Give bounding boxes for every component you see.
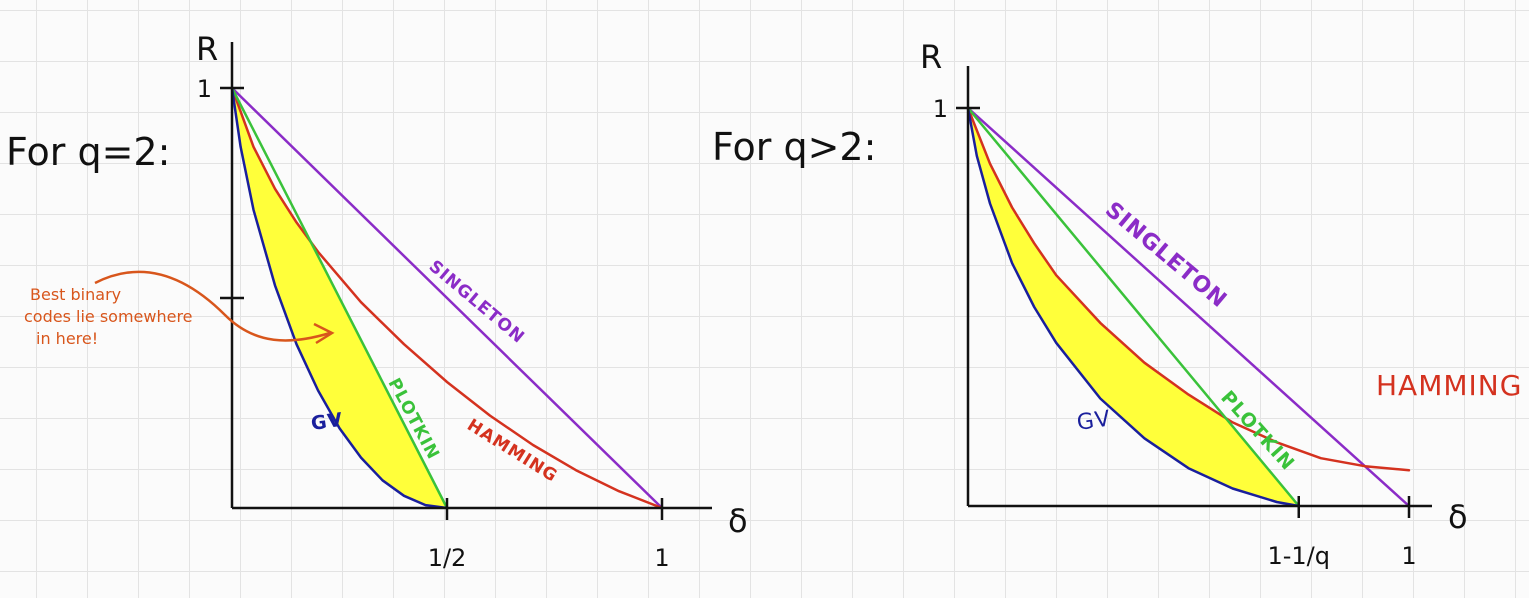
axes-group (966, 66, 1432, 508)
series-plotkin-line (966, 106, 1301, 508)
y-axis-label: R (196, 30, 218, 68)
singleton-label: SINGLETON (425, 257, 529, 348)
hamming-label: HAMMING (463, 415, 561, 486)
series-hamming-line (966, 106, 1411, 472)
series-singleton-line (230, 86, 664, 510)
series-singleton-line (966, 106, 1411, 508)
hamming-label: HAMMING (1376, 369, 1522, 402)
annotation-text: Best binary codes lie somewhere in here! (24, 285, 198, 348)
x-axis-label: δ (728, 502, 748, 540)
y-tick-label: 1 (933, 95, 948, 123)
series-gv-line (966, 106, 1301, 508)
axes-group (230, 42, 712, 510)
y-tick-label: 1 (197, 75, 212, 103)
series-group (966, 106, 1411, 508)
annotation-arrowhead (313, 322, 335, 345)
singleton-label: SINGLETON (1100, 197, 1231, 313)
chart-label-qgt2: For q>2: (712, 125, 876, 169)
chart-label-q2: For q=2: (6, 130, 170, 174)
ticks-group: 1-1/q 1 1 (933, 95, 1417, 570)
gv-label: GV (1075, 406, 1112, 436)
annotation: Best binary codes lie somewhere in here! (24, 270, 335, 348)
x-tick-label: 1 (1401, 542, 1416, 570)
ticks-group: 1/2 1 1 (197, 75, 670, 572)
annotation-arrow (94, 270, 331, 342)
series-plotkin-line (230, 86, 449, 510)
series-hamming-line (230, 86, 664, 510)
series-group (230, 86, 664, 510)
gv-label: GV (310, 409, 345, 435)
series-gv-line (230, 86, 449, 510)
x-tick-label: 1/2 (428, 544, 467, 572)
x-axis-label: δ (1448, 498, 1468, 536)
x-tick-label: 1 (654, 544, 669, 572)
yellow-region (968, 108, 1299, 506)
x-tick-label: 1-1/q (1267, 542, 1330, 570)
y-axis-label: R (920, 38, 942, 76)
